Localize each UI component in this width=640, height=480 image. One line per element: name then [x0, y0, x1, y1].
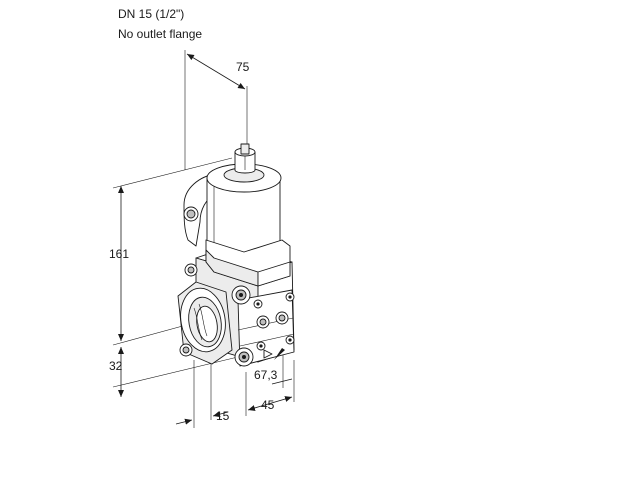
flow-direction-icon	[263, 349, 273, 359]
dimension-outlet-offset: 67,3	[254, 350, 293, 388]
pointer-arrow-icon	[274, 348, 285, 360]
dim-label-15: 15	[216, 409, 230, 423]
dimension-depth-45: 45	[245, 360, 295, 416]
caption-flange: No outlet flange	[118, 27, 203, 41]
caption-size: DN 15 (1/2")	[118, 7, 185, 21]
dim-label-32: 32	[109, 359, 123, 373]
dimension-height-32: 32	[109, 347, 243, 397]
dim-label-45: 45	[261, 398, 275, 412]
bolt-left-top	[184, 263, 198, 277]
coil-connector	[234, 143, 256, 174]
dim-label-75: 75	[236, 60, 250, 74]
dimension-width-top: 75	[184, 50, 250, 170]
dim-label-161: 161	[109, 247, 129, 261]
bolt-lower	[234, 347, 254, 367]
actuator-base	[205, 239, 291, 287]
bolt-upper	[231, 285, 251, 305]
dim-label-67-3: 67,3	[254, 368, 278, 382]
dimension-inlet-offset: 15	[175, 360, 230, 428]
solenoid-coil	[206, 163, 282, 263]
front-fittings	[253, 292, 295, 360]
bolt-left-bottom	[179, 343, 193, 357]
